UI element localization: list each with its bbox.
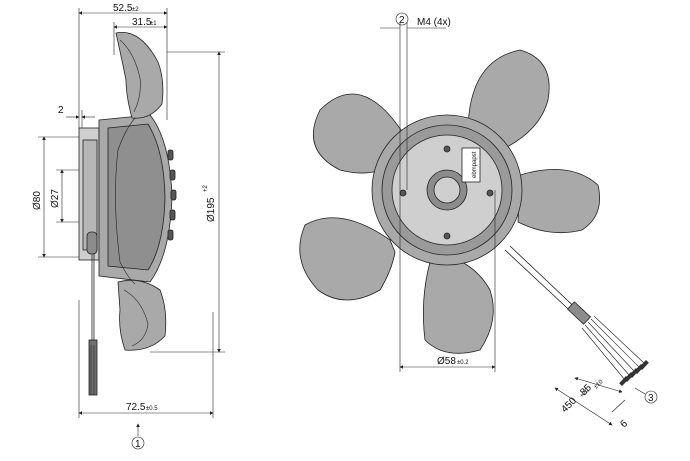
thread-label: M4 (4x) bbox=[417, 17, 451, 28]
dim-cable-strip-tol: ±10 bbox=[593, 379, 605, 391]
dim-inner-diameter-value: Ø27 bbox=[50, 189, 61, 208]
front-cable bbox=[504, 245, 649, 387]
blade-right bbox=[517, 169, 601, 234]
blade-bottom-edge bbox=[123, 289, 149, 347]
blade-upper-right bbox=[467, 49, 550, 149]
dim-blade-diameter-value: Ø195 bbox=[206, 197, 217, 222]
dim-wire-strip-value: 6 bbox=[618, 418, 630, 430]
side-view: 52.5 ±2 31.5 ±1 2 Ø80 Ø27 Ø195 +2 bbox=[32, 3, 225, 450]
callout-2-number: 2 bbox=[399, 15, 405, 26]
dim-line-450 bbox=[554, 387, 613, 426]
blade-root bbox=[115, 117, 136, 285]
callout-1-number: 1 bbox=[135, 439, 141, 450]
callout-2-circle bbox=[395, 12, 409, 26]
callout-3-number: 3 bbox=[648, 393, 654, 404]
hub-bore bbox=[433, 176, 461, 204]
dim-top-overall-tol: ±2 bbox=[132, 7, 139, 13]
blade-bottom bbox=[117, 279, 167, 351]
dim-line-85 bbox=[574, 377, 623, 393]
blade-upper-left bbox=[312, 93, 402, 174]
callout-3-leader bbox=[634, 387, 646, 395]
dim-top-overall-value: 52.5 bbox=[113, 3, 133, 14]
callout-1-circle bbox=[131, 436, 145, 450]
dim-outer-diameter-value: Ø80 bbox=[32, 191, 43, 210]
cable-gland bbox=[86, 231, 98, 255]
m4-screw-holes bbox=[399, 145, 494, 240]
blade-top-edge bbox=[119, 39, 141, 113]
dim-hub-diameter-value: Ø58 bbox=[437, 356, 456, 367]
rating-label: ebmpapst bbox=[461, 147, 481, 183]
callout-3-circle bbox=[644, 390, 658, 404]
dim-top-inner-tol: ±1 bbox=[150, 21, 157, 27]
dim-top-inner-value: 31.5 bbox=[132, 17, 152, 28]
label-brand: ebmpapst bbox=[472, 151, 478, 178]
dim-blade-diameter-tol: +2 bbox=[203, 184, 209, 192]
blade-lower-left bbox=[299, 217, 396, 301]
rotor-inner bbox=[107, 123, 166, 271]
front-view: ebmpapst 2 M4 (4x) Ø58 ±0.2 bbox=[299, 12, 658, 430]
dim-hub-diameter-tol: ±0.2 bbox=[457, 360, 469, 366]
dim-cable-length-tol: +20 bbox=[579, 388, 591, 400]
cable-wires bbox=[88, 339, 98, 396]
dim-cable-length-value: 450 bbox=[559, 395, 579, 415]
blade-bottom-front bbox=[422, 261, 494, 354]
fan-blades bbox=[299, 49, 601, 354]
wire-ends bbox=[619, 359, 649, 387]
dim-line-6 bbox=[611, 399, 626, 413]
rotor-slots bbox=[167, 149, 177, 241]
dim-bottom-overall-value: 72.5 bbox=[126, 402, 146, 413]
dim-flange-value: 2 bbox=[58, 105, 64, 116]
dim-bottom-overall-tol: ±0.5 bbox=[146, 406, 158, 412]
